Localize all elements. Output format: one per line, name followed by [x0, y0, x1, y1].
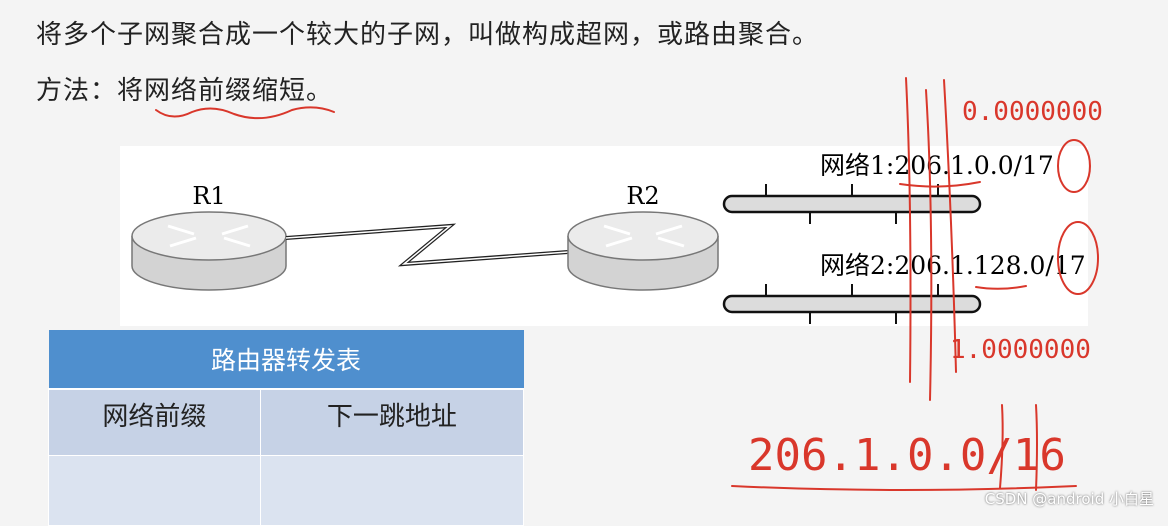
divider-line-1: [905, 77, 912, 383]
network2-bus: [722, 284, 982, 324]
divider-line-2: [925, 89, 933, 401]
aggregate-annotation: 206.1.0.0/16: [748, 430, 1066, 481]
underline-mark: [155, 106, 335, 120]
divider-line-3: [943, 79, 957, 373]
r2-label: R2: [626, 182, 659, 210]
network-diagram: R1 R2 网络1:206.1.0.0/17: [120, 146, 1088, 326]
divider-line-5: [1035, 404, 1038, 491]
description-line: 将多个子网聚合成一个较大的子网，叫做构成超网，或路由聚合。: [36, 20, 820, 50]
routing-table-title: 路由器转发表: [48, 330, 524, 390]
circle-mark-1: [1057, 139, 1091, 193]
r1-label: R1: [192, 182, 225, 210]
table-row: [48, 455, 525, 526]
bits-top-annotation: 0.0000000: [962, 97, 1103, 127]
network1-bus: [722, 184, 982, 224]
underline-mark: [899, 181, 981, 188]
bits-bottom-annotation: 1.0000000: [950, 335, 1091, 365]
table-cell: [48, 455, 261, 526]
underline-mark: [975, 285, 1027, 290]
router-r2-icon: [567, 211, 719, 291]
network1-label: 网络1:206.1.0.0/17: [820, 151, 1054, 180]
column-header-prefix: 网络前缀: [48, 388, 261, 456]
divider-line-4: [999, 404, 1004, 489]
table-cell: [259, 455, 525, 526]
method-line: 方法：将网络前缀缩短。: [36, 76, 334, 106]
circle-mark-2: [1057, 221, 1099, 295]
underline-mark: [731, 485, 1077, 491]
routing-table: 路由器转发表 网络前缀 下一跳地址: [48, 330, 525, 526]
column-header-next-hop: 下一跳地址: [259, 388, 525, 456]
watermark: CSDN @android 小白星: [984, 490, 1154, 508]
